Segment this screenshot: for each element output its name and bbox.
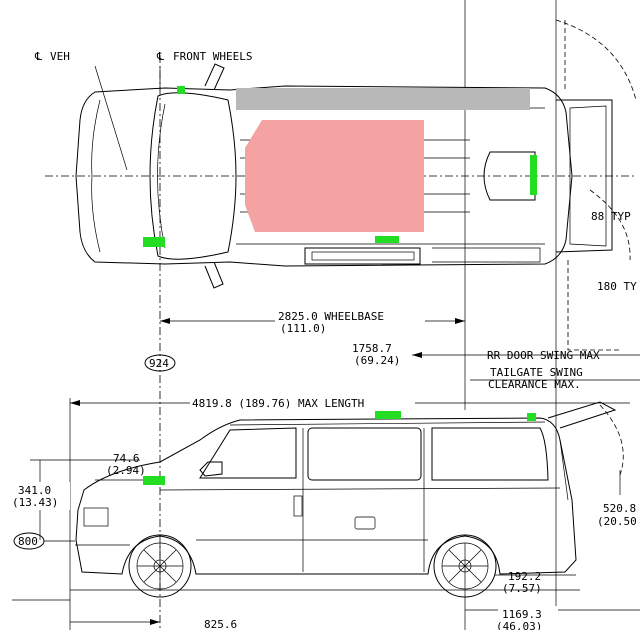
windshield-wiper-line [157,103,166,249]
side-step-inner [311,251,415,261]
typ-angle-label-1: 88 TYP [591,210,631,223]
rr-door-value: 1758.7 [352,342,392,355]
cl-veh-label: VEH [50,50,70,63]
belt-line [159,487,561,491]
tailgate-label-1: TAILGATE SWING [490,366,583,379]
front-wheel [128,534,192,598]
green-marker-rear-roof [527,413,536,421]
rear-side-window [431,427,549,481]
mirror-top [204,63,225,91]
green-marker-hood [143,476,165,485]
windshield-outline [149,92,237,260]
top-body-outline [75,85,573,267]
max-length-label: 4819.8 (189.76) MAX LENGTH [192,397,364,410]
rear-height-inches: (20.50 [597,515,637,528]
veh-leader-line [94,65,128,171]
door-handle [293,495,303,517]
height-value: 341.0 [18,484,51,497]
side-view [70,401,624,598]
rear-wheel [433,534,497,598]
front-bumper-line [91,99,101,253]
side-mirror [199,461,223,477]
angle-arc [589,189,631,261]
roof-line [229,421,546,426]
tailgate-inner [569,105,607,247]
mirror-bottom [204,261,224,289]
front-overhang-value: 825.6 [204,618,237,630]
green-marker-front-top [177,86,185,94]
dimension-lines: 2825.0 WHEELBASE (111.0) 924 1758.7 (69.… [10,310,640,633]
cl-symbol-wheels: ℄ [156,50,164,63]
middle-side-window [307,427,422,481]
tailgate-swing-arc [599,404,624,476]
green-marker-side [375,236,399,243]
cl-front-wheels-label: FRONT WHEELS [173,50,252,63]
side-step-outline [304,247,421,265]
wheelbase-inches: (111.0) [280,322,326,335]
rear-lower-inches: (46.03) [496,620,542,630]
rear-window-outline [483,151,536,201]
side-body-outline [75,417,577,575]
rear-overhang-inches: (7.57) [502,582,542,595]
wheelbase-value: 2825.0 WHEELBASE [278,310,384,323]
tailgate-label-2: CLEARANCE MAX. [488,378,581,391]
fuel-door [354,516,376,530]
cl-symbol-veh: ℄ [34,50,42,63]
roof-rack-highlight [236,88,530,110]
height-inches: (13.43) [12,496,58,509]
hood-value: 74.6 [113,452,140,465]
headlight [83,507,109,527]
green-marker-front-bottom [143,237,165,247]
door-swing-arc-bottom [567,260,620,351]
rear-side-panel [432,247,541,263]
tailgate-open-side [547,401,617,429]
typ-angle-label-2: 180 TY [597,280,637,293]
front-side-window [199,427,297,479]
callout-bubble-924 [144,354,176,372]
top-view: ℄ VEH ℄ FRONT WHEELS [34,0,637,630]
rear-height-value: 520.8 [603,502,636,515]
rr-door-inches: (69.24) [354,354,400,367]
tailgate-open-outline [555,99,613,253]
door-swing-arc-top [555,19,637,101]
rear-lower-value: 1169.3 [502,608,542,621]
callout-800-label: 800 [18,535,38,548]
rr-door-label: RR DOOR SWING MAX [487,349,600,362]
green-marker-rear [530,155,537,195]
rear-light-line [559,439,569,501]
sunroof-highlight [245,120,424,232]
callout-924-label: 924 [149,357,169,370]
green-marker-roof [375,411,401,419]
